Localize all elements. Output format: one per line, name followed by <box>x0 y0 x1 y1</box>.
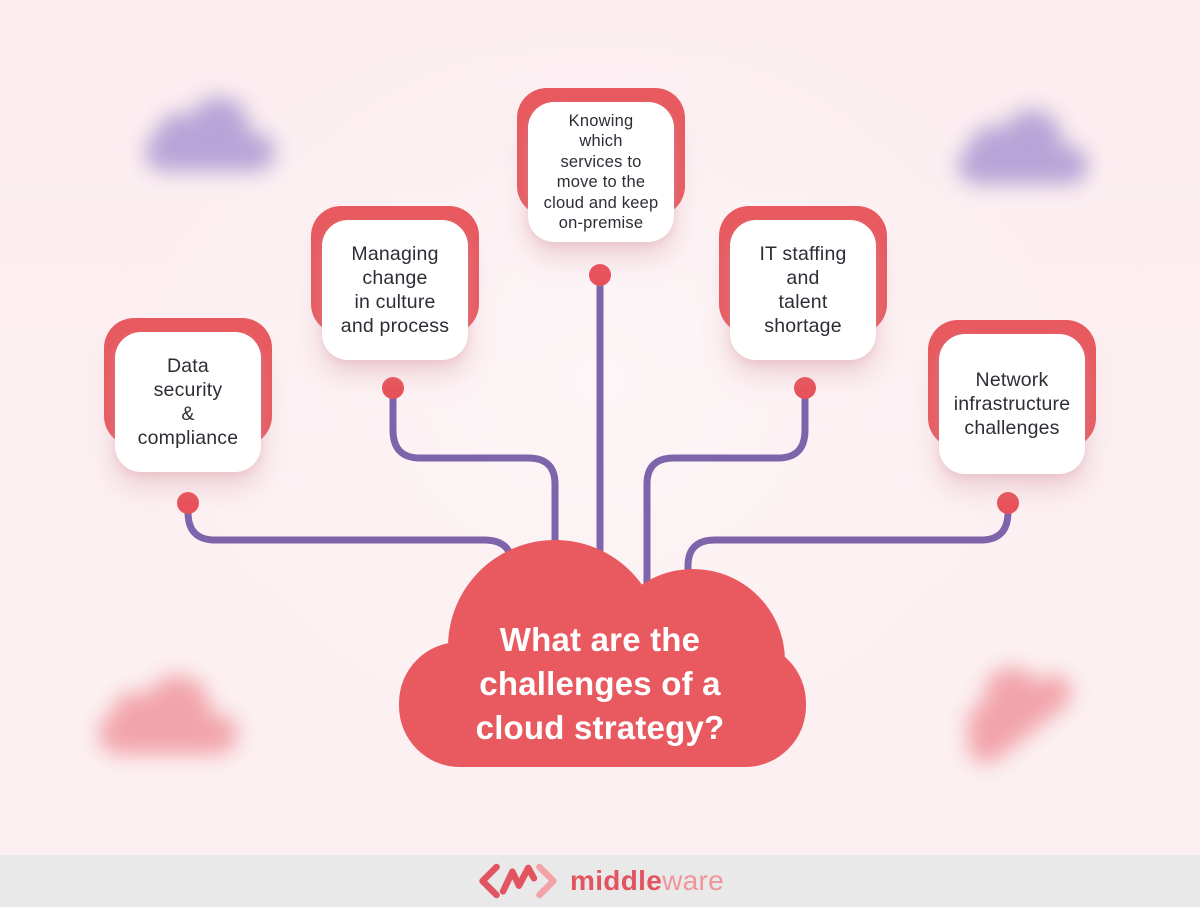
challenge-card-services: Knowing which services to move to the cl… <box>517 88 685 248</box>
connector-managing-change <box>389 386 559 604</box>
challenge-card-network: Network infrastructure challenges <box>928 320 1096 480</box>
decorative-cloud-bottom-left-icon <box>98 675 238 755</box>
decorative-cloud-top-right-icon <box>958 110 1088 184</box>
connector-dot <box>794 377 816 399</box>
challenge-card-data-security: Data security & compliance <box>104 318 272 478</box>
challenge-card-it-staffing: IT staffing and talent shortage <box>719 206 887 366</box>
connector-data-security <box>184 501 516 609</box>
connector-dot <box>589 264 611 286</box>
challenge-label: IT staffing and talent shortage <box>759 243 847 337</box>
footer-band: middleware <box>0 855 1200 907</box>
challenge-label: Managing change in culture and process <box>340 243 450 337</box>
brand-name-light: ware <box>662 865 724 896</box>
middleware-logo: middleware <box>476 862 724 900</box>
challenge-label: Data security & compliance <box>137 355 239 449</box>
code-brackets-zigzag-icon <box>479 863 557 899</box>
connector-dot <box>382 377 404 399</box>
challenge-label: Knowing which services to move to the cl… <box>543 111 659 233</box>
cloud-question: What are the challenges of a cloud strat… <box>475 621 725 746</box>
brand-name: middleware <box>570 865 724 897</box>
connector-it-staffing <box>643 386 809 619</box>
decorative-cloud-bottom-right-icon <box>966 667 1072 764</box>
challenge-label: Network infrastructure challenges <box>953 369 1071 439</box>
challenge-card-managing-change: Managing change in culture and process <box>311 206 479 366</box>
brand-name-bold: middle <box>570 865 663 896</box>
connector-dot <box>997 492 1019 514</box>
connector-dot <box>177 492 199 514</box>
center-cloud-shape <box>399 540 806 767</box>
connector-network <box>684 501 1012 619</box>
decorative-cloud-top-left-icon <box>145 97 275 171</box>
